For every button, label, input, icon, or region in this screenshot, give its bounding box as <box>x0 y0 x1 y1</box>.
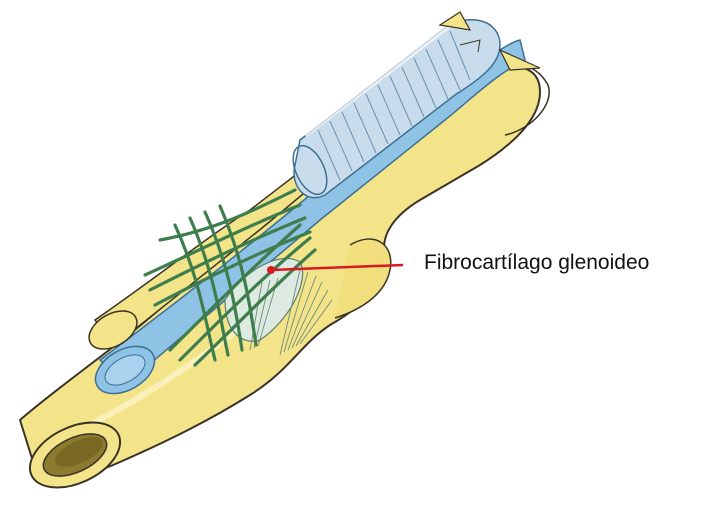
flexor-tendon <box>87 40 525 403</box>
callout-label: Fibrocartílago glenoideo <box>424 252 649 273</box>
callout-marker-dot <box>267 266 275 274</box>
